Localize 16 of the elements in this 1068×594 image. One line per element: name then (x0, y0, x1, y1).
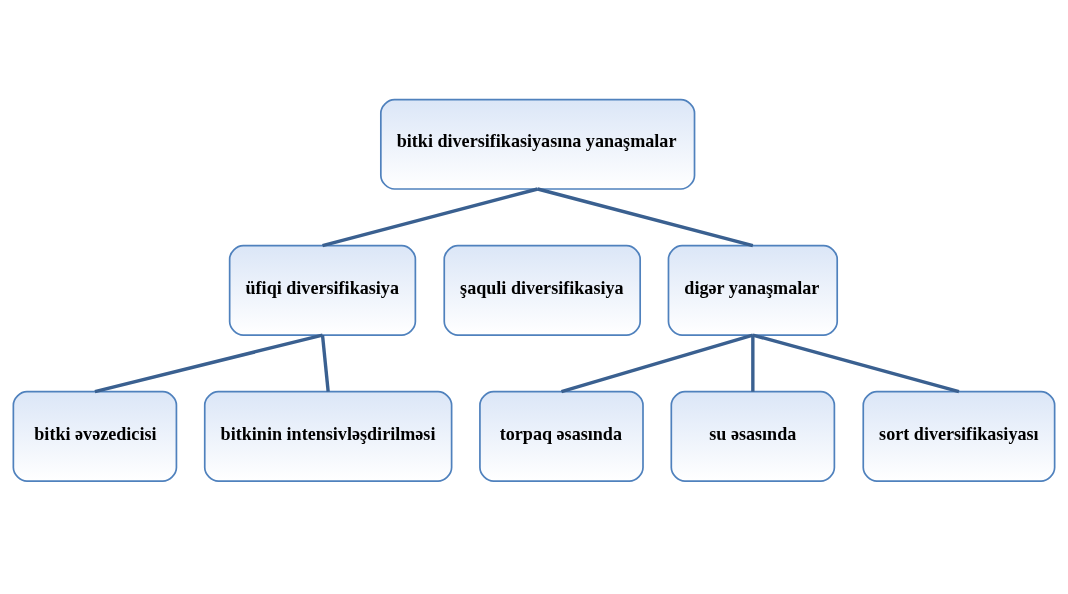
node-box: bitki əvəzedicisi (12, 390, 178, 482)
connector (322, 187, 539, 248)
node-box: torpaq əsasında (479, 390, 644, 482)
connector (751, 335, 755, 392)
node-box: digər yanaşmalar (667, 244, 839, 336)
connector (561, 333, 754, 394)
connector (94, 333, 323, 394)
node-box: bitki diversifikasiyasına yanaşmalar (380, 98, 696, 190)
node-box: sort diversifikasiyası (862, 390, 1056, 482)
connector (320, 334, 330, 392)
node-box: su əsasında (670, 390, 836, 482)
connector (537, 187, 754, 248)
node-box: üfiqi diversifikasiya (228, 244, 417, 336)
node-box: şaquli diversifikasiya (443, 244, 641, 336)
connector (752, 333, 960, 394)
node-box: bitkinin intensivləşdirilməsi (203, 390, 453, 482)
